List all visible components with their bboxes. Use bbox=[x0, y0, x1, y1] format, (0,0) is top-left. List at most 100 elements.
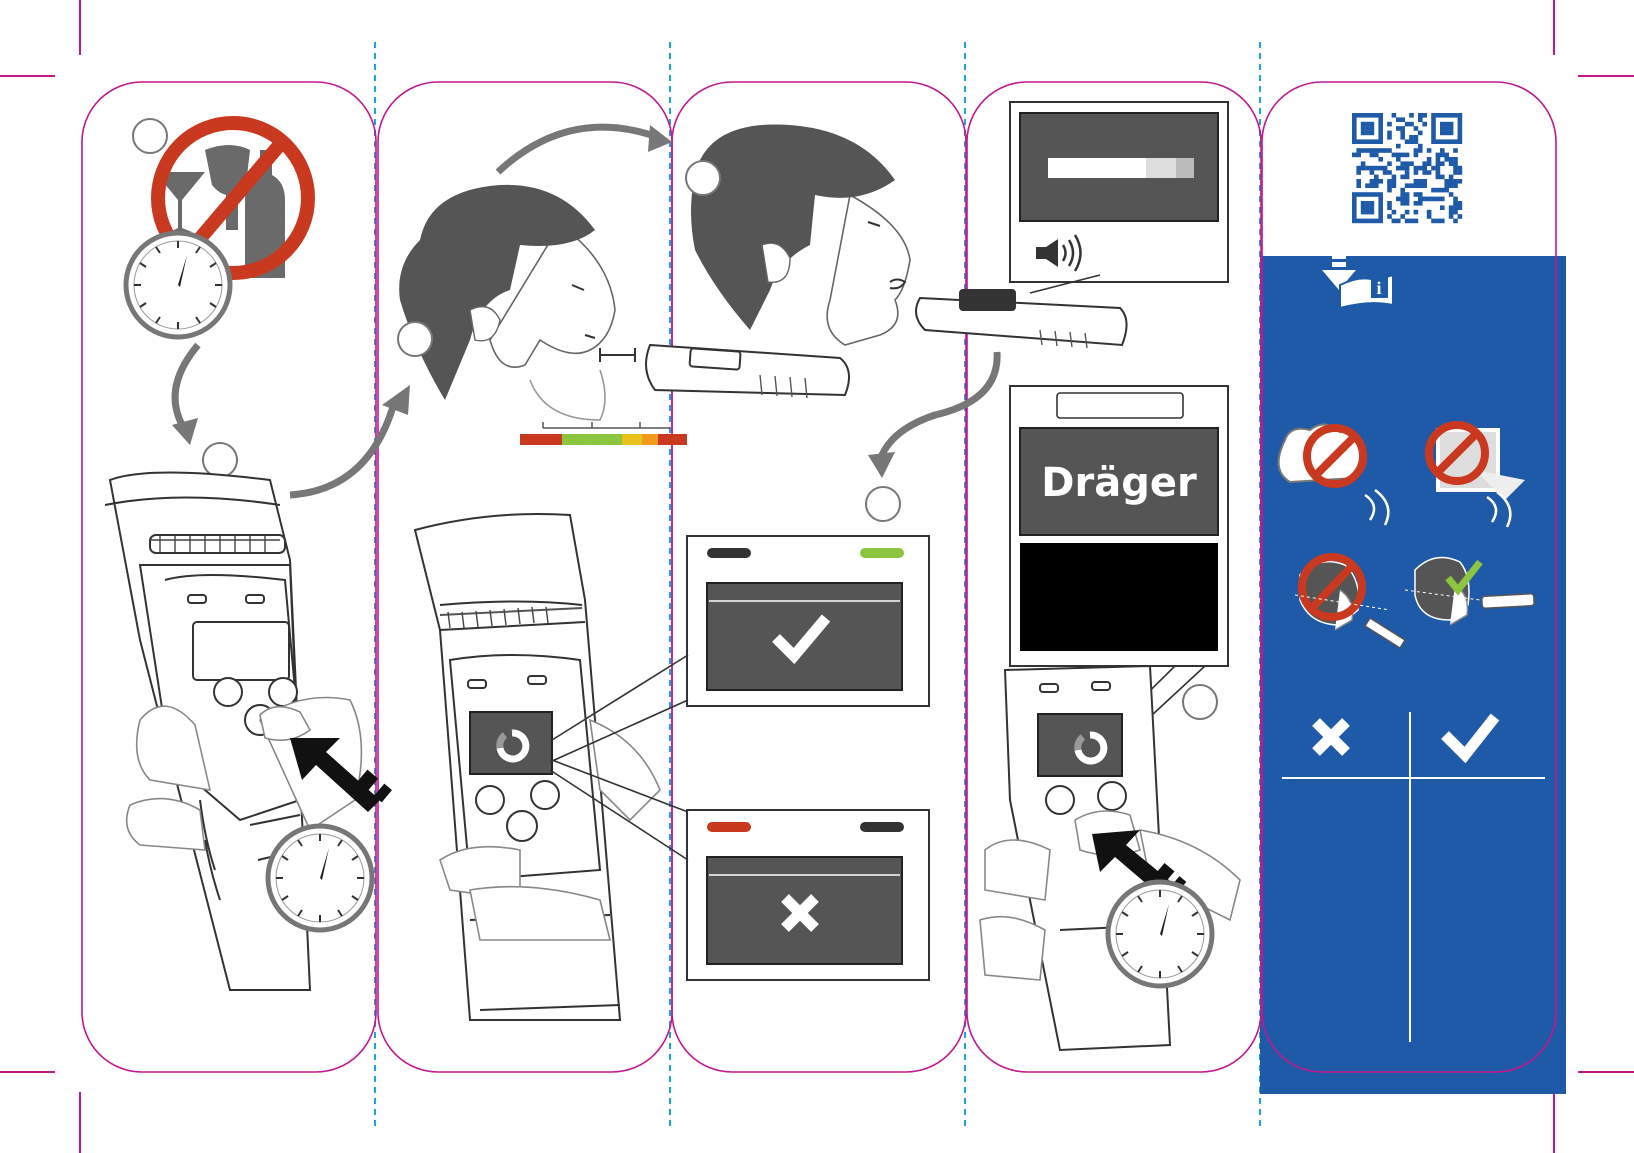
qr-module bbox=[1387, 122, 1392, 127]
qr-module bbox=[1374, 183, 1379, 188]
qr-module bbox=[1370, 122, 1375, 127]
qr-module bbox=[1436, 175, 1441, 180]
qr-module bbox=[1431, 188, 1436, 193]
qr-module bbox=[1409, 183, 1414, 188]
qr-module bbox=[1370, 183, 1375, 188]
qr-module bbox=[1400, 153, 1405, 158]
qr-module bbox=[1414, 153, 1419, 158]
qr-module bbox=[1400, 126, 1405, 131]
qr-module bbox=[1440, 113, 1445, 118]
qr-module bbox=[1431, 126, 1436, 131]
step-circle bbox=[866, 487, 900, 521]
qr-module bbox=[1414, 166, 1419, 171]
qr-module bbox=[1436, 157, 1441, 162]
qr-module bbox=[1422, 122, 1427, 127]
qr-module bbox=[1387, 179, 1392, 184]
qr-module bbox=[1418, 144, 1423, 149]
qr-module bbox=[1422, 179, 1427, 184]
qr-module bbox=[1378, 117, 1383, 122]
qr-module bbox=[1458, 131, 1463, 136]
qr-module bbox=[1400, 175, 1405, 180]
step-circle bbox=[686, 161, 720, 195]
qr-module bbox=[1436, 139, 1441, 144]
step-circle bbox=[203, 443, 237, 477]
qr-module bbox=[1431, 166, 1436, 171]
qr-module bbox=[1405, 175, 1410, 180]
qr-module bbox=[1418, 197, 1423, 202]
qr-module bbox=[1387, 135, 1392, 140]
qr-module bbox=[1453, 210, 1458, 215]
qr-module bbox=[1361, 139, 1366, 144]
qr-module bbox=[1365, 148, 1370, 153]
qr-module bbox=[1396, 117, 1401, 122]
qr-module bbox=[1440, 188, 1445, 193]
qr-module bbox=[1427, 214, 1432, 219]
qr-module bbox=[1387, 183, 1392, 188]
qr-module bbox=[1444, 113, 1449, 118]
blow-progress-screen bbox=[1010, 102, 1228, 282]
qr-module bbox=[1361, 161, 1366, 166]
qr-module bbox=[1418, 201, 1423, 206]
qr-module bbox=[1436, 170, 1441, 175]
qr-module bbox=[1409, 161, 1414, 166]
qr-module bbox=[1449, 205, 1454, 210]
qr-module bbox=[1449, 113, 1454, 118]
qr-module bbox=[1436, 113, 1441, 118]
qr-module bbox=[1378, 201, 1383, 206]
qr-module bbox=[1361, 148, 1366, 153]
qr-module bbox=[1418, 179, 1423, 184]
qr-module bbox=[1458, 214, 1463, 219]
qr-module bbox=[1458, 179, 1463, 184]
qr-module bbox=[1449, 175, 1454, 180]
qr-module bbox=[1440, 205, 1445, 210]
result-pass-screen bbox=[687, 536, 929, 706]
qr-module bbox=[1400, 161, 1405, 166]
qr-module bbox=[1405, 219, 1410, 224]
qr-module bbox=[1374, 166, 1379, 171]
qr-module bbox=[1458, 170, 1463, 175]
qr-module bbox=[1387, 201, 1392, 206]
qr-module bbox=[1352, 122, 1357, 127]
qr-module bbox=[1418, 166, 1423, 171]
qr-module bbox=[1409, 219, 1414, 224]
qr-module bbox=[1449, 122, 1454, 127]
qr-module bbox=[1400, 117, 1405, 122]
qr-module bbox=[1400, 197, 1405, 202]
qr-module bbox=[1365, 139, 1370, 144]
qr-module bbox=[1392, 179, 1397, 184]
qr-module bbox=[1352, 135, 1357, 140]
qr-module bbox=[1356, 183, 1361, 188]
qr-module bbox=[1365, 166, 1370, 171]
qr-module bbox=[1361, 166, 1366, 171]
qr-module bbox=[1444, 131, 1449, 136]
qr-module bbox=[1352, 214, 1357, 219]
qr-module bbox=[1440, 219, 1445, 224]
qr-module bbox=[1449, 139, 1454, 144]
qr-module bbox=[1365, 131, 1370, 136]
qr-module bbox=[1431, 139, 1436, 144]
qr-module bbox=[1414, 192, 1419, 197]
qr-module bbox=[1414, 170, 1419, 175]
qr-module bbox=[1436, 153, 1441, 158]
qr-module bbox=[1396, 166, 1401, 171]
qr-module bbox=[1453, 157, 1458, 162]
qr-module bbox=[1383, 170, 1388, 175]
qr-module bbox=[1453, 201, 1458, 206]
qr-module bbox=[1370, 210, 1375, 215]
panel-4: Dräger bbox=[980, 102, 1240, 1050]
qr-module bbox=[1453, 161, 1458, 166]
qr-module bbox=[1418, 131, 1423, 136]
qr-module bbox=[1405, 192, 1410, 197]
qr-module bbox=[1370, 170, 1375, 175]
qr-module bbox=[1365, 126, 1370, 131]
qr-module bbox=[1378, 148, 1383, 153]
qr-module bbox=[1383, 148, 1388, 153]
qr-module bbox=[1444, 183, 1449, 188]
qr-module bbox=[1378, 166, 1383, 171]
distance-scale-bar bbox=[520, 422, 687, 445]
qr-module bbox=[1365, 122, 1370, 127]
qr-module bbox=[1356, 113, 1361, 118]
qr-module bbox=[1374, 153, 1379, 158]
